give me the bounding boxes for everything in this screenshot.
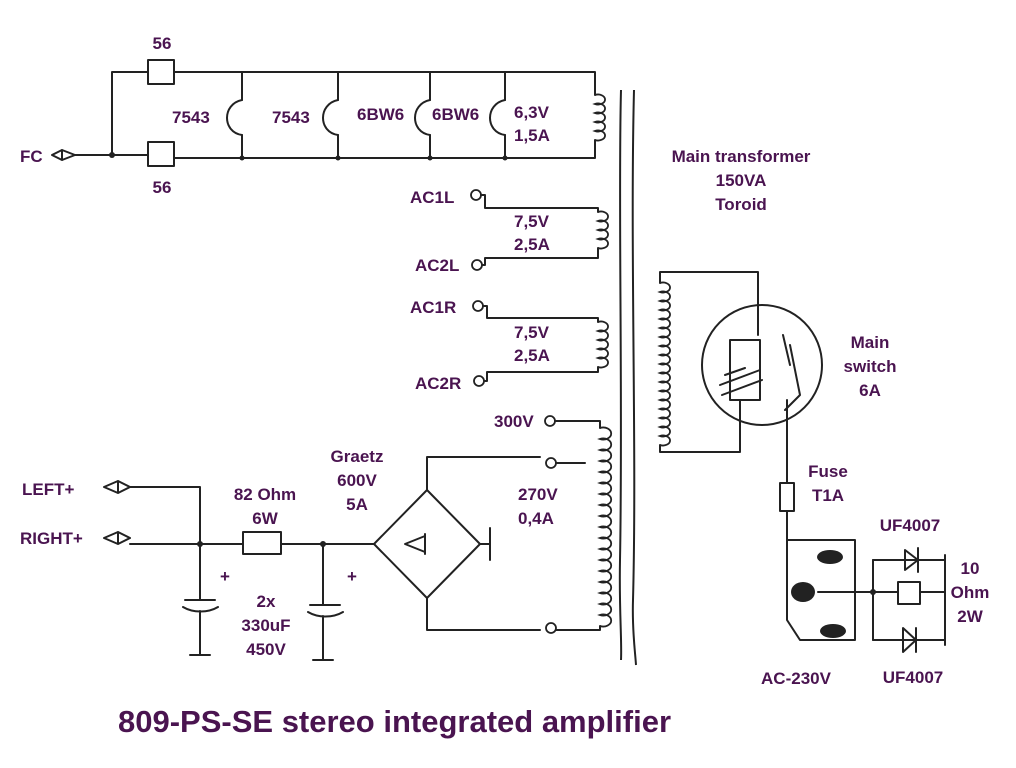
- resistor-label-2: 6W: [252, 509, 278, 528]
- fc-terminal-arrow: [51, 149, 76, 161]
- ac1r-label: AC1R: [410, 298, 456, 317]
- tube-label-2: 7543: [272, 108, 310, 127]
- right-output-label: RIGHT+: [20, 529, 83, 548]
- ac2r-label: AC2R: [415, 374, 461, 393]
- tube-heater-7543-b: [322, 99, 339, 136]
- tube-heater-6bw6-b: [489, 99, 506, 136]
- heater-winding-current: 1,5A: [514, 126, 550, 145]
- main-switch-body: [701, 304, 823, 426]
- transformer-label-3: Toroid: [715, 195, 767, 214]
- heater-winding-voltage: 6,3V: [514, 103, 550, 122]
- heater-winding-coil: [592, 93, 606, 142]
- transformer-core: [618, 89, 637, 666]
- rectifier-filter: [103, 456, 541, 661]
- diode-bottom-label: UF4007: [883, 668, 943, 687]
- bleeder-resistor: [897, 581, 921, 605]
- bleeder-label-2: Ohm: [951, 583, 990, 602]
- primary-winding-coil: [657, 281, 671, 447]
- heater-resistor-bottom-label: 56: [153, 178, 172, 197]
- tube-heater-7543-a: [226, 99, 243, 136]
- rectifier-label-1: Graetz: [331, 447, 384, 466]
- heater-resistor-top-label: 56: [153, 34, 172, 53]
- bleeder-label-1: 10: [961, 559, 980, 578]
- rectifier-label-2: 600V: [337, 471, 377, 490]
- tube-label-1: 7543: [172, 108, 210, 127]
- heater-circuit: [51, 59, 606, 167]
- fuse-label-2: T1A: [812, 486, 844, 505]
- switch-label-2: switch: [844, 357, 897, 376]
- diode-top-label: UF4007: [880, 516, 940, 535]
- bleeder-label-3: 2W: [957, 607, 983, 626]
- capacitor-plus-left: +: [220, 567, 230, 586]
- ac1l-label: AC1L: [410, 188, 454, 207]
- diode-bottom: [902, 627, 917, 653]
- ac2l-label: AC2L: [415, 256, 459, 275]
- rectifier-label-3: 5A: [346, 495, 368, 514]
- capacitor-count: 2x: [257, 592, 276, 611]
- fuse-body: [779, 482, 795, 512]
- capacitor-plus-right: +: [347, 567, 357, 586]
- tube-label-4: 6BW6: [432, 105, 479, 124]
- fc-label: FC: [20, 147, 43, 166]
- capacitor-voltage: 450V: [246, 640, 286, 659]
- primary-circuit: [657, 271, 946, 653]
- ac-windings: [470, 189, 609, 387]
- left-output-label: LEFT+: [22, 480, 74, 499]
- diode-top: [904, 547, 919, 573]
- capacitor-value: 330uF: [241, 616, 290, 635]
- right-output-arrow: [103, 531, 131, 545]
- hv-winding-current: 0,4A: [518, 509, 554, 528]
- ac-left-voltage: 7,5V: [514, 212, 550, 231]
- tube-heater-6bw6-a: [414, 99, 431, 136]
- transformer-label-2: 150VA: [716, 171, 767, 190]
- ac-right-current: 2,5A: [514, 346, 550, 365]
- fuse-label-1: Fuse: [808, 462, 848, 481]
- tube-label-3: 6BW6: [357, 105, 404, 124]
- ac-right-voltage: 7,5V: [514, 323, 550, 342]
- resistor-label-1: 82 Ohm: [234, 485, 296, 504]
- hv-winding-voltage: 270V: [518, 485, 558, 504]
- left-output-arrow: [103, 480, 131, 494]
- heater-resistor-bottom: [147, 141, 175, 167]
- schematic-title: 809-PS-SE stereo integrated amplifier: [118, 704, 671, 739]
- hv-tap-300v: 300V: [494, 412, 534, 431]
- switch-label-3: 6A: [859, 381, 881, 400]
- transformer-label-1: Main transformer: [672, 147, 811, 166]
- ac-left-current: 2,5A: [514, 235, 550, 254]
- mains-label: AC-230V: [761, 669, 832, 688]
- graetz-bridge: [373, 489, 481, 599]
- switch-label-1: Main: [851, 333, 890, 352]
- heater-resistor-top: [147, 59, 175, 85]
- series-resistor: [242, 531, 282, 555]
- hv-winding: [544, 415, 613, 634]
